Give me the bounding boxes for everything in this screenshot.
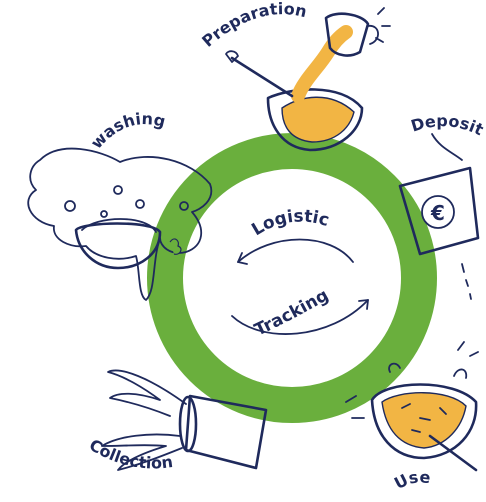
collection-illustration <box>101 369 268 471</box>
logistic-label: Logistic <box>248 206 331 240</box>
deposit-label: Deposit <box>409 111 486 139</box>
tracking-arrow <box>231 299 369 335</box>
washing-label: washing <box>87 109 168 152</box>
use-label: Use <box>391 467 432 493</box>
collection-label: Collection <box>86 435 174 472</box>
deposit-illustration: € <box>398 133 480 300</box>
tracking-arrow-head <box>358 299 369 310</box>
tracking-label: Tracking <box>251 285 332 340</box>
use-illustration <box>345 341 479 472</box>
cycle-ring <box>147 133 437 423</box>
preparation-label: Preparation <box>198 0 308 51</box>
preparation-illustration <box>225 7 391 152</box>
logistic-arrow <box>237 238 354 263</box>
logistic-arrow-head <box>237 252 248 265</box>
euro-symbol: € <box>430 201 445 225</box>
washing-illustration <box>27 147 213 301</box>
